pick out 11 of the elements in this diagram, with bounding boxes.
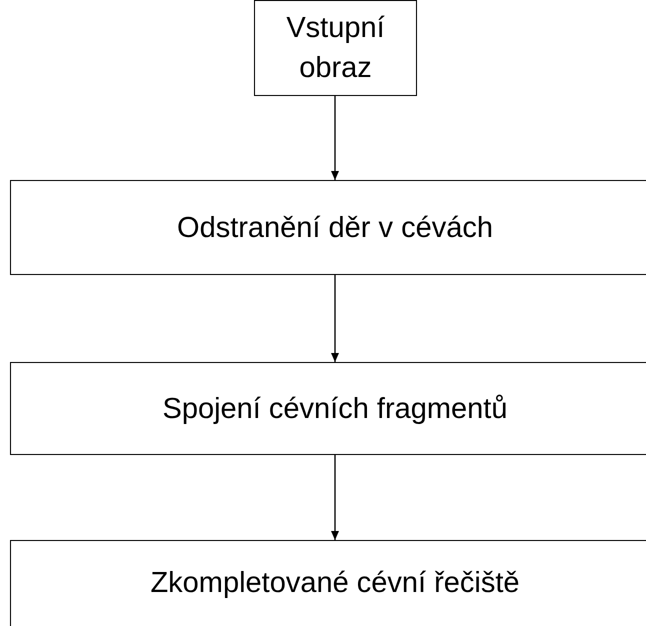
process-box	[10, 362, 646, 455]
process-box	[10, 540, 646, 626]
arrow	[331, 455, 339, 540]
box-label: Zkompletované cévní řečiště	[150, 566, 520, 601]
box-label: Vstupní obraz	[285, 11, 386, 86]
process-box	[10, 180, 646, 275]
arrow	[331, 96, 339, 180]
arrow	[331, 275, 339, 362]
box-label: Spojení cévních fragmentů	[162, 392, 508, 426]
process-box	[254, 0, 417, 96]
box-label: Odstranění děr v cévách	[177, 210, 493, 246]
